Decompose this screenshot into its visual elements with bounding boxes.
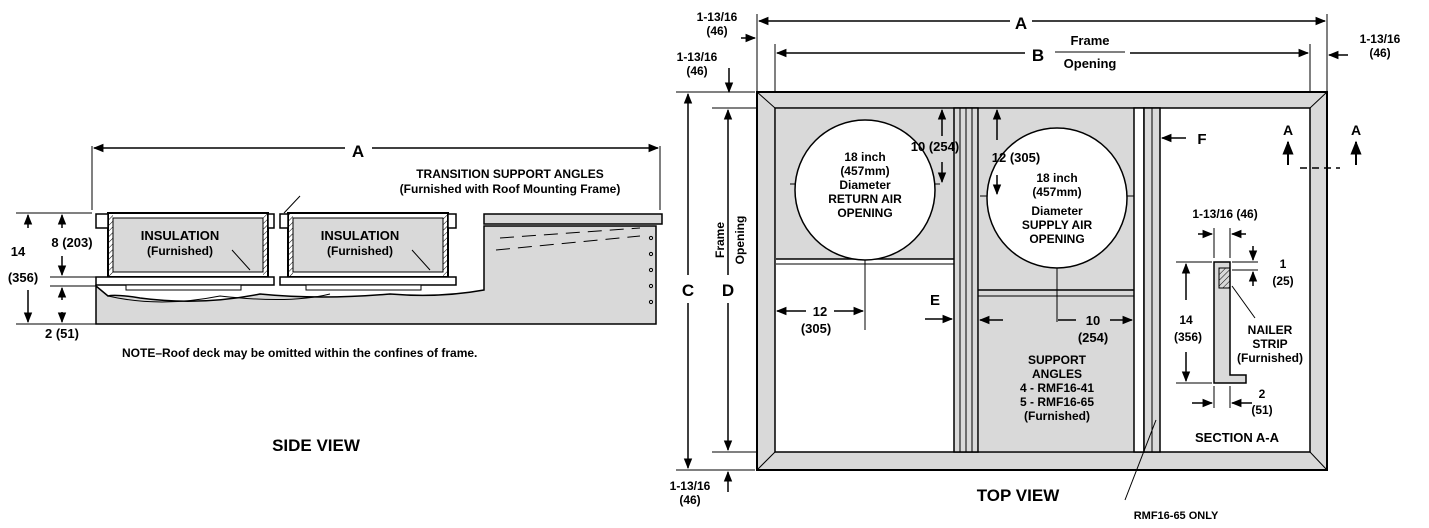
section-marker-left: A xyxy=(1283,122,1293,138)
section-dim-356: (356) xyxy=(1174,330,1202,344)
dim-1316-top-right: 1-13/16 xyxy=(1360,32,1401,46)
support-line-1: SUPPORT xyxy=(1028,353,1087,367)
dim-46-top-left: (46) xyxy=(706,24,727,38)
section-dim-51: (51) xyxy=(1251,403,1272,417)
section-dim-2: 2 xyxy=(1259,387,1266,401)
support-line-3: 4 - RMF16-41 xyxy=(1020,381,1094,395)
section-dim-1: 1 xyxy=(1280,257,1287,271)
return-line-5: OPENING xyxy=(837,206,892,220)
top-dim-a: A xyxy=(1015,14,1027,33)
side-view-title: SIDE VIEW xyxy=(272,436,361,455)
dim-305-horizontal: (305) xyxy=(801,321,831,336)
transition-label: TRANSITION SUPPORT ANGLES xyxy=(416,167,604,181)
top-dim-d: D xyxy=(722,281,734,300)
supply-line-1: 18 inch xyxy=(1036,171,1077,185)
dim-1316-bottom: 1-13/16 xyxy=(670,479,711,493)
top-dim-b: B xyxy=(1032,46,1044,65)
dim-46-top-right: (46) xyxy=(1369,46,1390,60)
nailer-line-2: STRIP xyxy=(1252,337,1287,351)
supply-line-4: SUPPLY AIR xyxy=(1022,218,1093,232)
top-view-title: TOP VIEW xyxy=(977,486,1060,505)
side-view: A TRANSITION SUPPORT ANGLES (Furnished w… xyxy=(8,142,663,455)
dim-10-254-vertical: 10 (254) xyxy=(911,139,959,154)
transition-sub: (Furnished with Roof Mounting Frame) xyxy=(400,182,621,196)
support-line-4: 5 - RMF16-65 xyxy=(1020,395,1094,409)
dim-12-305-vertical: 12 (305) xyxy=(992,150,1040,165)
support-line-5: (Furnished) xyxy=(1024,409,1090,423)
opening-label-d: Opening xyxy=(733,216,747,265)
support-line-2: ANGLES xyxy=(1032,367,1082,381)
frame-label-b: Frame xyxy=(1070,33,1109,48)
dim-46-mid-left: (46) xyxy=(686,64,707,78)
nailer-line-3: (Furnished) xyxy=(1237,351,1303,365)
supply-line-5: OPENING xyxy=(1029,232,1084,246)
top-view: A B Frame Opening 1-13/16 (46) 1-13/16 (… xyxy=(670,10,1401,522)
side-note: NOTE–Roof deck may be omitted within the… xyxy=(122,346,477,360)
section-a-a: 1-13/16 (46) 1 (25) 14 (356) NAILER STRI… xyxy=(1174,207,1303,445)
section-marker-right: A xyxy=(1351,122,1361,138)
section-dim-14: 14 xyxy=(1179,313,1193,327)
insulation-label-1: INSULATION xyxy=(141,228,219,243)
frame-label-d: Frame xyxy=(713,222,727,258)
section-title: SECTION A-A xyxy=(1195,430,1280,445)
dim-12-horizontal: 12 xyxy=(813,304,827,319)
furnished-label-2: (Furnished) xyxy=(327,244,393,258)
furnished-label-1: (Furnished) xyxy=(147,244,213,258)
side-dim-a: A xyxy=(352,142,364,161)
dim-254-horizontal: (254) xyxy=(1078,330,1108,345)
dim-1316-top-left: 1-13/16 xyxy=(697,10,738,24)
nailer-line-1: NAILER xyxy=(1248,323,1293,337)
side-dim-14: 14 xyxy=(11,244,26,259)
top-dim-f: F xyxy=(1197,131,1206,148)
section-dim-1316-46: 1-13/16 (46) xyxy=(1192,207,1257,221)
top-dim-e: E xyxy=(930,292,940,309)
side-dim-356: (356) xyxy=(8,270,38,285)
dim-1316-mid-left: 1-13/16 xyxy=(677,50,718,64)
return-line-2: (457mm) xyxy=(840,164,889,178)
top-dim-c: C xyxy=(682,281,694,300)
dim-10-horizontal: 10 xyxy=(1086,313,1100,328)
rmf-only-label: RMF16-65 ONLY xyxy=(1134,510,1219,522)
return-line-3: Diameter xyxy=(839,178,891,192)
insulation-label-2: INSULATION xyxy=(321,228,399,243)
dim-46-bottom: (46) xyxy=(679,493,700,507)
side-dim-2: 2 (51) xyxy=(45,326,79,341)
supply-line-3: Diameter xyxy=(1031,204,1083,218)
section-dim-25: (25) xyxy=(1272,274,1293,288)
side-dim-8: 8 (203) xyxy=(51,235,92,250)
supply-line-2: (457mm) xyxy=(1032,185,1081,199)
return-line-1: 18 inch xyxy=(844,150,885,164)
return-line-4: RETURN AIR xyxy=(828,192,902,206)
opening-label-b: Opening xyxy=(1064,56,1117,71)
